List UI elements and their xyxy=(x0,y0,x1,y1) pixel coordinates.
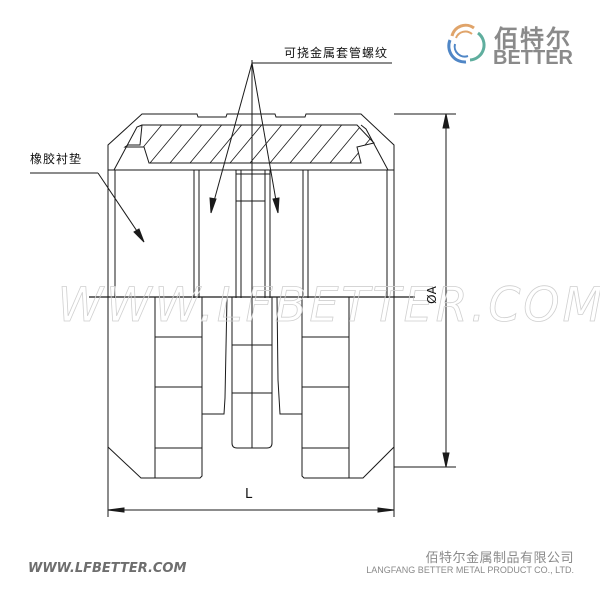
thread-insert-leader xyxy=(209,62,392,214)
dimension-diameter xyxy=(394,113,456,468)
cap-outline xyxy=(107,113,395,171)
rubber-liner-body xyxy=(107,170,395,298)
rubber-liner-leader xyxy=(30,172,145,243)
metal-insert xyxy=(123,124,375,164)
rubber-liner-label: 橡胶衬垫 xyxy=(30,152,83,166)
dimension-length-label: L xyxy=(245,487,253,502)
footer-company-cn: 佰特尔金属制品有限公司 xyxy=(425,551,574,566)
logo-icon xyxy=(447,23,486,64)
lower-body xyxy=(107,296,395,517)
footer-company-en: LANGFANG BETTER METAL PRODUCT CO., LTD. xyxy=(366,565,574,575)
logo-name-cn: 佰特尔 xyxy=(494,25,572,53)
watermark-text: WWW.LFBETTER.COM xyxy=(57,278,600,334)
dimension-length xyxy=(107,507,395,513)
thread-insert-label: 可挠金属套管螺纹 xyxy=(284,46,389,60)
footer-website-link[interactable]: WWW.LFBETTER.COM xyxy=(28,561,187,576)
logo-name-en: BETTER xyxy=(493,47,573,69)
dimension-diameter-label: ØA xyxy=(424,286,439,304)
